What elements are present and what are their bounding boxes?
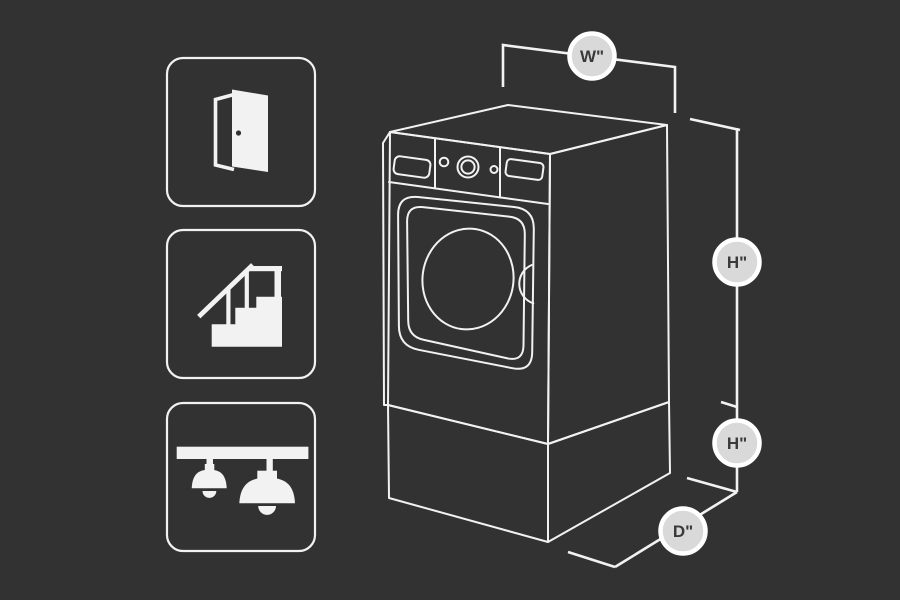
width-badge-circle: [567, 31, 617, 81]
stair-top-bar: [248, 266, 282, 272]
stair-handrail: [197, 263, 255, 319]
left-lamp-bulb: [202, 491, 217, 498]
left-lamp-collar: [204, 464, 215, 471]
left-lamp-stem: [206, 459, 213, 466]
door-inner-outline: [406, 205, 526, 360]
door-handle-notch: [518, 264, 535, 305]
pedestal-height-badge: H": [712, 418, 762, 468]
washer-top-face: [389, 104, 668, 155]
pedestal-height-leader-bottom: [686, 476, 738, 494]
washer-height-badge: H": [712, 237, 762, 287]
depth-badge: D": [658, 506, 708, 556]
pedestal-front-face: [387, 404, 549, 543]
stair-steps: [211, 296, 282, 347]
washer-side-face: [547, 124, 670, 445]
display-panel: [504, 158, 545, 181]
control-panel-bottom-line: [388, 181, 549, 205]
stair-baluster: [226, 287, 231, 325]
tile-border: [165, 56, 317, 208]
option-button: [489, 165, 499, 174]
washer-height-leader-top: [689, 117, 741, 132]
control-knob-outer: [456, 155, 480, 179]
washer-height-badge-circle: [712, 237, 762, 287]
depth-badge-circle: [658, 506, 708, 556]
depth-leader-end: [567, 550, 616, 569]
stair-post: [274, 266, 281, 298]
width-badge-label: W": [580, 47, 604, 66]
right-lamp-stem: [266, 458, 273, 472]
washer-left-sliver: [382, 131, 391, 406]
pedestal-side-face: [547, 401, 671, 543]
pedestal-height-badge-label: H": [727, 434, 747, 453]
tile-stairs: [165, 228, 317, 380]
ceiling-lights-icon: [176, 446, 309, 515]
pedestal-height-badge-circle: [712, 418, 762, 468]
dispenser-drawer: [392, 155, 432, 179]
door-outer-outline: [397, 195, 535, 370]
staircase-icon: [197, 263, 282, 347]
door-knob: [235, 130, 242, 136]
washer-illustration: [382, 104, 671, 543]
depth-badge-label: D": [673, 522, 693, 541]
control-knob-inner: [460, 159, 476, 175]
feature-tiles: [165, 56, 317, 553]
height-split-tick: [720, 400, 738, 409]
door-panel: [232, 89, 268, 172]
tile-door: [165, 56, 317, 208]
tile-border: [165, 401, 317, 553]
right-lamp-bulb: [258, 506, 276, 515]
door-frame: [213, 92, 235, 172]
tile-lights: [165, 401, 317, 553]
left-lamp-shade: [191, 469, 227, 489]
door-window: [421, 227, 515, 331]
right-lamp-shade: [239, 477, 295, 504]
washer-door: [397, 195, 535, 370]
control-panel: [388, 137, 549, 205]
stair-baluster: [244, 272, 249, 308]
washer-height-badge-label: H": [727, 253, 747, 272]
tile-border: [165, 228, 317, 380]
right-lamp-neck: [257, 470, 277, 479]
light-track-bar: [176, 446, 309, 459]
dimension-annotations: W" H" H" D": [501, 31, 762, 569]
power-button: [438, 156, 450, 168]
width-badge: W": [567, 31, 617, 81]
open-door-icon: [213, 89, 268, 172]
